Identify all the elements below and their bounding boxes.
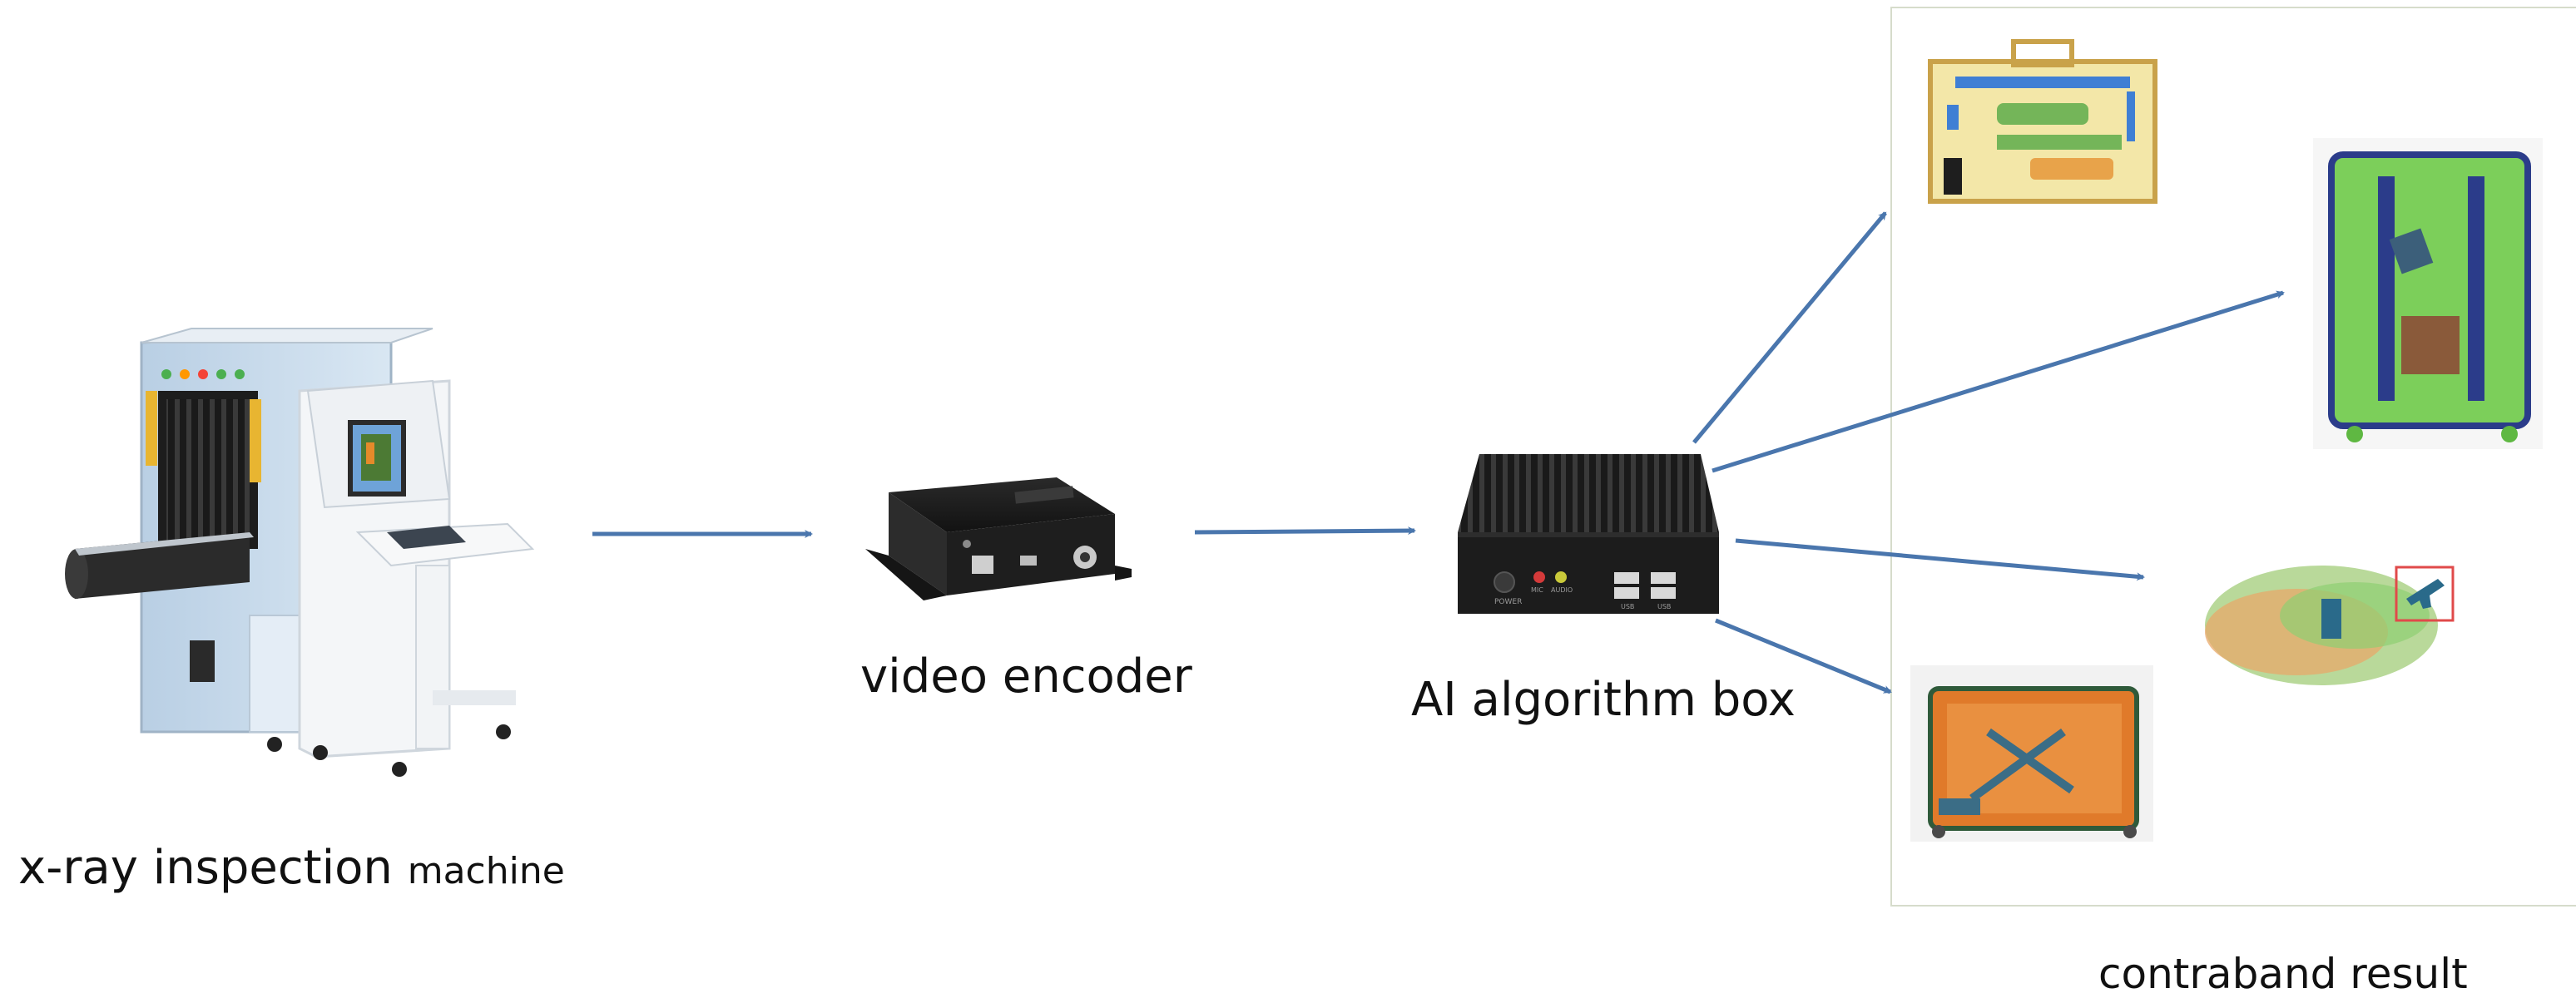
box-usb-text-1: USB: [1621, 603, 1634, 610]
contraband-result-label: contraband result: [2098, 950, 2468, 998]
flow-arrows: [592, 211, 2285, 694]
xray-machine-illustration: [65, 328, 535, 777]
arrow-box-to-result-4: [1715, 618, 1892, 694]
xray-scan-image: [2313, 138, 2543, 449]
ai-box-label: AI algorithm box: [1411, 673, 1796, 727]
arrow-encoder-to-box: [1194, 526, 1416, 536]
contraband-result-panel: [1890, 7, 2576, 907]
xray-machine-label: x-ray inspection machine: [18, 845, 565, 892]
box-power-text: POWER: [1494, 598, 1522, 606]
arrow-box-to-result-3: [1735, 538, 2145, 581]
arrow-box-to-result-2: [1712, 290, 2285, 473]
box-mic-text: MIC: [1531, 586, 1543, 594]
box-usb-text-2: USB: [1657, 603, 1671, 610]
video-encoder-label: video encoder: [860, 650, 1192, 704]
xray-scan-image: [1924, 39, 2158, 206]
xray-scan-image: [1910, 665, 2153, 842]
arrow-box-to-result-1: [1692, 211, 1887, 444]
xray-scan-image: [2205, 566, 2455, 685]
ai-box-illustration: POWER MIC AUDIO USB USB: [1458, 454, 1719, 614]
box-audio-text: AUDIO: [1551, 586, 1573, 594]
video-encoder-illustration: [865, 477, 1132, 600]
xray-machine-label-small: machine: [407, 850, 565, 892]
xray-machine-label-main: x-ray inspection: [18, 841, 408, 895]
